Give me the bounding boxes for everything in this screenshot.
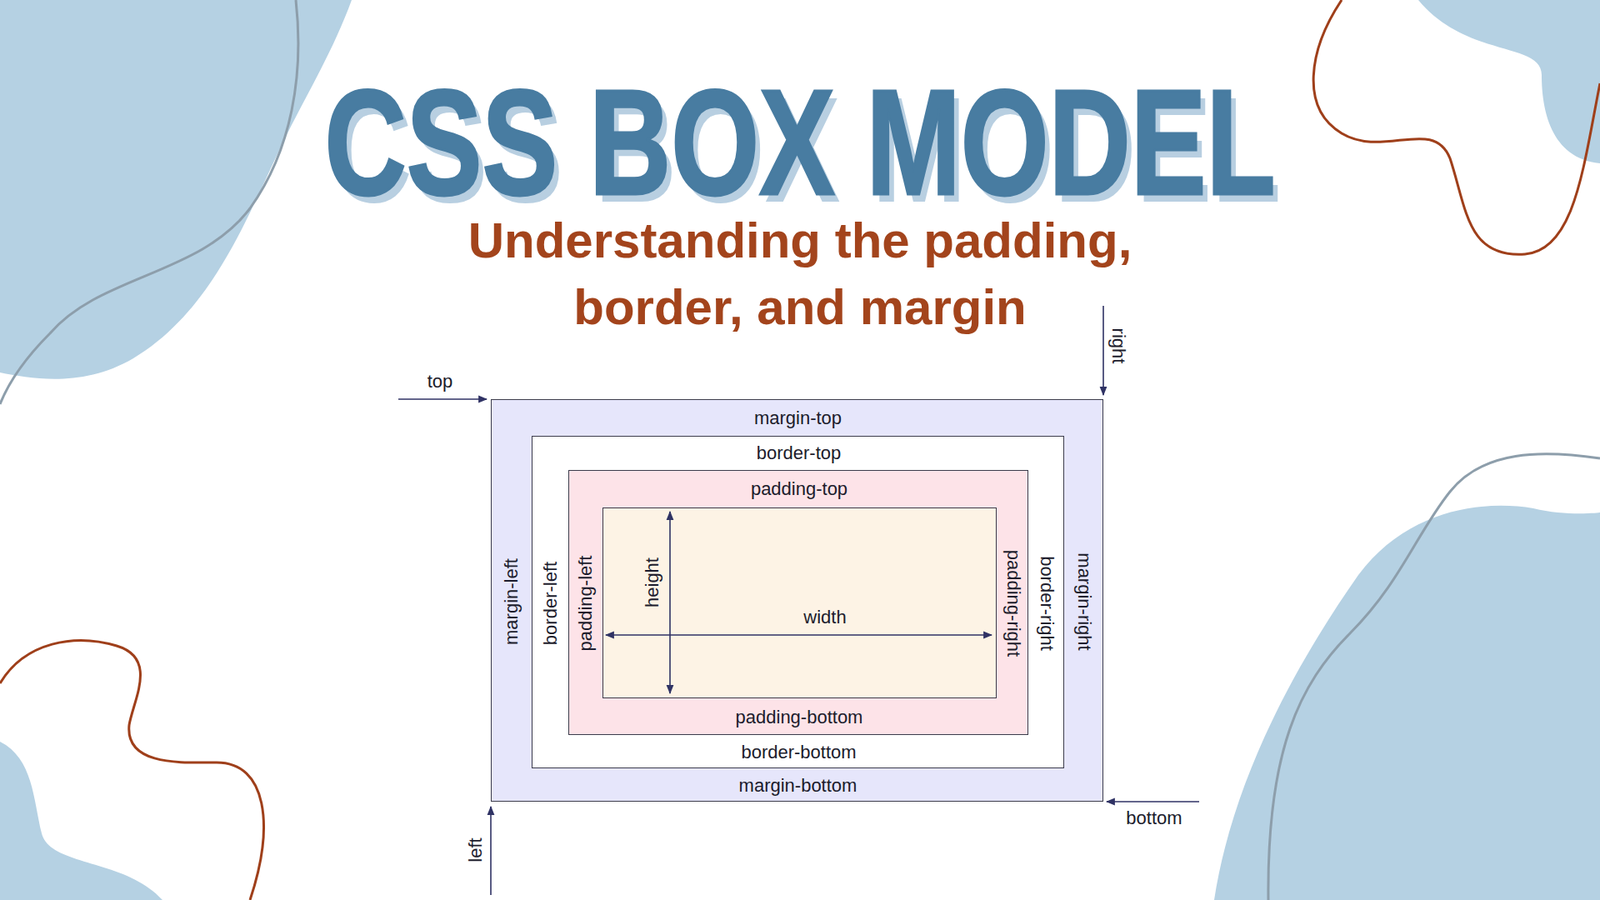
direction-label: top [427, 370, 454, 393]
box-label: padding-top [750, 478, 848, 500]
decor-blob [1214, 505, 1600, 900]
box-label: border-bottom [740, 741, 856, 764]
direction-arrow [1102, 305, 1105, 395]
subtitle: Understanding the padding, border, and m… [425, 207, 1175, 341]
decor-blob [1418, 0, 1600, 164]
margin-box: height width padding-top padding-left paddin… [490, 399, 1104, 802]
dimension-arrow [669, 511, 671, 694]
box-label: margin-bottom [739, 775, 858, 797]
box-label: margin-right [1073, 552, 1095, 650]
box-label: border-left [540, 560, 562, 645]
direction-arrow [1106, 800, 1200, 803]
title: CSS BOX MODEL [325, 67, 1276, 218]
decor-curve [0, 0, 299, 405]
decor-curve [1268, 454, 1600, 900]
direction-arrow [490, 806, 492, 895]
direction-label: right [1107, 328, 1130, 365]
box-label: padding-bottom [735, 706, 864, 729]
border-box: height width padding-top padding-left paddin… [531, 435, 1065, 769]
padding-box: height width padding-top padding-left paddin… [568, 470, 1029, 735]
box-label: margin-left [500, 558, 523, 645]
direction-arrow [398, 398, 487, 400]
box-label: margin-top [754, 407, 842, 430]
content-box: height width [602, 507, 997, 699]
decor-curve [0, 640, 264, 900]
direction-label: bottom [1125, 807, 1182, 830]
box-label: padding-left [575, 555, 597, 652]
dimension-arrow [605, 634, 992, 636]
box-label: padding-right [1002, 550, 1025, 657]
direction-label: left [465, 837, 487, 862]
box-label: width [803, 606, 846, 629]
box-label: border-right [1035, 555, 1058, 651]
box-label: height [641, 557, 664, 608]
decor-curve [1313, 0, 1600, 255]
decor-blob [0, 741, 163, 900]
box-label: border-top [756, 442, 842, 465]
